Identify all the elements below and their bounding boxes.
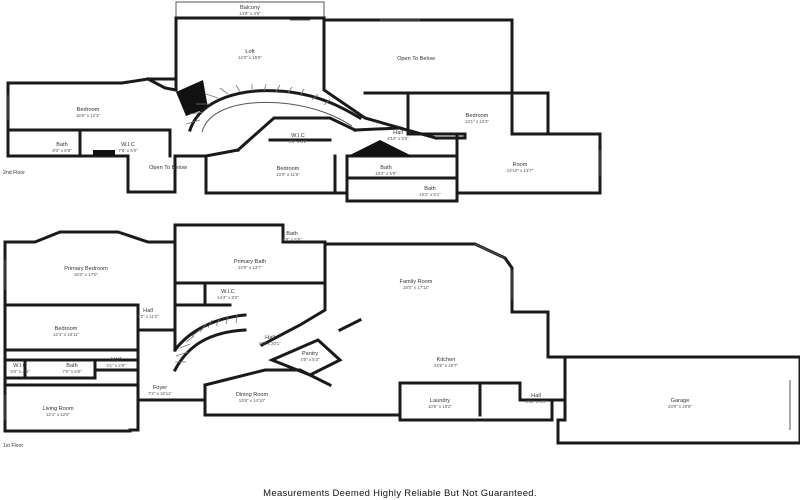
bedroom-walls	[3, 348, 140, 380]
room-dim: 10'2" x 5'1"	[419, 192, 441, 197]
bath-walls	[23, 358, 140, 380]
second-floor-labels: Balcony 14'8" x 4'0" Loft 14'3" x 15'8" …	[3, 5, 534, 197]
room-name: Garage	[671, 398, 690, 404]
room-name: Laundry	[430, 398, 450, 404]
right-bedroom-walls	[363, 91, 550, 136]
room-name: Loft	[245, 49, 255, 55]
first-floor-windows	[4, 243, 513, 420]
room-dim: 14'3" x 15'8"	[238, 55, 263, 60]
laundry-walls	[478, 381, 554, 402]
room-dim: 8'0" x 5'9"	[52, 148, 72, 153]
room-dim: 14'4" x 8'2"	[217, 295, 239, 300]
room-dim: 13'6" x 14'10"	[239, 398, 266, 403]
room-name: Bath	[56, 142, 68, 148]
room-dim: 8'3" x 20'1"	[259, 341, 281, 346]
room-name: Kitchen	[437, 357, 456, 363]
room-dim: 7'0" x 6'8"	[62, 369, 82, 374]
balcony-outline	[175, 1, 325, 18]
room-dim: 18'0" x 17'11"	[403, 285, 430, 290]
center-bath-walls	[345, 154, 459, 195]
bottom-bedroom-walls	[204, 148, 337, 195]
room-dim: 4'5" x 5'3"	[300, 357, 320, 362]
room-dim: 14'9" x 13'7"	[238, 265, 263, 270]
room-name: Bath	[380, 165, 392, 171]
room-dim: 3'2" x 11'2"	[137, 314, 159, 319]
room-dim: 16'6" x 12'3"	[76, 113, 101, 118]
room-name: Primary Bath	[234, 259, 266, 265]
primary-bedroom-walls	[3, 303, 177, 402]
room-name: Dining Room	[236, 392, 269, 398]
first-floor-plan	[3, 223, 800, 445]
room-dim: 13'0" x 11'6"	[276, 172, 300, 177]
wic-walls	[173, 281, 327, 348]
center-wic-walls	[235, 116, 358, 153]
room-name: Primary Bedroom	[64, 266, 108, 272]
room-dim: 14'8" x 4'0"	[239, 11, 261, 16]
floor-label: 1st Floor	[3, 443, 23, 449]
room-name: Open To Below	[149, 165, 188, 171]
room-name: Hall	[531, 393, 541, 399]
room-dim: 3'1" x 2'8"	[106, 363, 126, 368]
left-closet-fill	[93, 150, 115, 156]
room-name: Bedroom	[55, 326, 78, 332]
loft-partition	[322, 18, 438, 140]
room-name: W.I.C	[221, 289, 235, 295]
room-dim: 4'9" x 8'2"	[288, 139, 308, 144]
pantry-walls	[268, 338, 343, 377]
room-dim: 23'0" x 20'8"	[668, 404, 693, 409]
room-name: Bedroom	[277, 166, 300, 172]
room-dim: 12'4" x 12'0"	[46, 412, 71, 417]
room-name: Foyer	[153, 385, 167, 391]
disclaimer-text: Measurements Deemed Highly Reliable But …	[263, 488, 537, 499]
room-name: Hall	[265, 335, 275, 341]
stair-treads	[185, 83, 331, 125]
room-dim: 13'10" x 13'7"	[507, 168, 534, 173]
stair-inner-rail	[201, 101, 353, 133]
curved-stair-rail	[188, 89, 363, 132]
room-dim: 7'2" x 16'11"	[148, 391, 172, 396]
room-dim: 10'2" x 5'0"	[375, 171, 397, 176]
center-hall-walls	[353, 126, 467, 140]
room-dim: 4'11" x 8'3"	[525, 399, 547, 404]
room-dim: 16'0" x 17'0"	[74, 272, 99, 277]
upper-stair-dark	[176, 80, 208, 116]
room-name: W.I.C	[13, 363, 27, 369]
room-dim: 12'4" x 10'11"	[53, 332, 80, 337]
room-dim: 10'5" x 10'2"	[428, 404, 453, 409]
room-name: Bath	[66, 363, 78, 369]
room-dim: 7'8" x 5'0"	[118, 148, 138, 153]
first-floor-labels: Bath 5'9" x 5'5" Primary Bath 14'9" x 13…	[3, 231, 692, 449]
room-name: W.I.C	[291, 133, 305, 139]
room-name: Open To Below	[397, 56, 436, 62]
stair-landing-fill	[348, 140, 412, 156]
room-dim: 5'0" x 4'9"	[10, 369, 30, 374]
floor-label: 2nd Floor	[3, 170, 25, 176]
loft-walls	[145, 76, 178, 92]
room-name: Hall	[143, 308, 153, 314]
room-name: Bath	[286, 231, 298, 237]
room-name: Bath	[424, 186, 436, 192]
room-name: Pantry	[302, 351, 318, 357]
room-dim: 5'9" x 5'5"	[282, 237, 302, 242]
room-name: Bedroom	[466, 113, 489, 119]
room-dim: 24'6" x 20'7"	[434, 363, 459, 368]
room-name: Family Room	[400, 279, 433, 285]
room-dim: 4'10" x 5'5"	[387, 136, 409, 141]
lower-stair-treads	[175, 314, 238, 363]
second-floor-windows	[7, 19, 601, 176]
kitchen-counter	[337, 317, 482, 417]
room-name: Balcony	[240, 5, 260, 11]
garage-walls	[556, 355, 800, 445]
second-floor-plan	[6, 1, 602, 203]
room-name: Room	[513, 162, 528, 168]
room-name: Hall	[393, 130, 403, 136]
room-name: Bedroom	[77, 107, 100, 113]
room-name: Hall	[111, 357, 121, 363]
room-name: Living Room	[42, 406, 73, 412]
room-dim: 13'1" x 10'3"	[465, 119, 490, 124]
left-bedroom-walls	[6, 128, 172, 158]
room-name: W.I.C	[121, 142, 135, 148]
